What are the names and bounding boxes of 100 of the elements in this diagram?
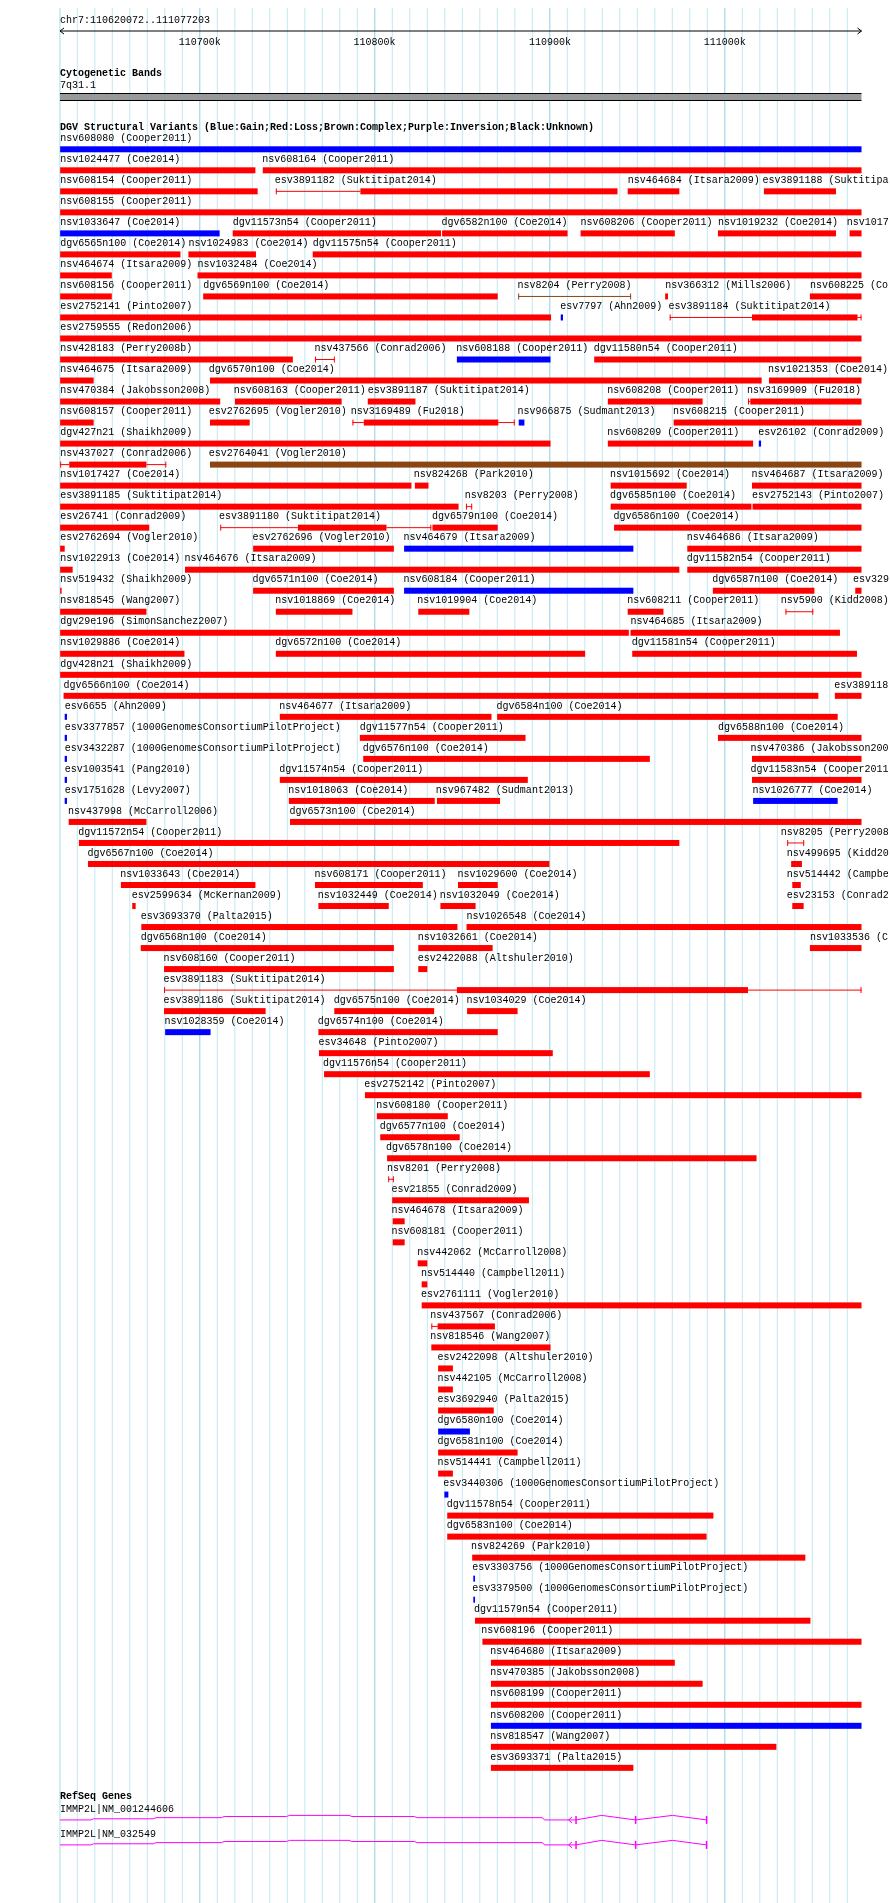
variant-label: esv6655 (Ahn2009) <box>64 700 167 713</box>
variant-label: nsv464675 (Itsara2009) <box>60 364 193 377</box>
variant-label: esv2422098 (Altshuler2010) <box>437 1352 594 1365</box>
variant-label: dgv6570n100 (Coe2014) <box>208 364 335 377</box>
variant-label: nsv8201 (Perry2008) <box>387 1162 502 1175</box>
variant-label: dgv11580n54 (Cooper2011) <box>593 343 738 356</box>
variant-label: nsv824268 (Park2010) <box>413 469 534 482</box>
variant-label: dgv11573n54 (Cooper2011) <box>232 217 377 230</box>
variant-label: nsv428183 (Perry2008b) <box>60 343 193 356</box>
variant-label: nsv608156 (Cooper2011) <box>60 280 193 293</box>
variant-label: nsv464677 (Itsara2009) <box>279 700 412 713</box>
scale-tick-label: 110700k <box>178 37 221 49</box>
variant-label: nsv608080 (Cooper2011) <box>60 133 193 145</box>
variant-label: nsv818546 (Wang2007) <box>430 1331 551 1344</box>
variant-label: nsv967482 (Sudmant2013) <box>435 784 574 797</box>
variant-label: nsv608225 (Co <box>809 280 888 293</box>
variant-label: nsv470386 (Jakobsson200 <box>750 742 889 755</box>
variant-label: nsv824269 (Park2010) <box>471 1541 592 1554</box>
variant-label: esv329 <box>852 574 889 587</box>
variant-label: nsv1032049 (Coe2014) <box>439 889 560 902</box>
gene-label: IMMP2L|NM_032549 <box>60 1829 156 1841</box>
variant-label: nsv464687 (Itsara2009) <box>751 469 884 482</box>
variant-label: esv3891188 (Suktitipa <box>762 175 889 188</box>
variant-label: esv2764041 (Vogler2010) <box>208 448 347 461</box>
variant-label: esv3891186 (Suktitipat2014) <box>163 994 326 1007</box>
variant-label: dgv6583n100 (Coe2014) <box>446 1520 573 1533</box>
variant-label: nsv608208 (Cooper2011) <box>607 385 740 398</box>
cytoband-label: 7q31.1 <box>60 80 96 92</box>
variant-label: nsv608164 (Cooper2011) <box>262 154 395 166</box>
variant-label: nsv8204 (Perry2008) <box>517 280 632 293</box>
variant-label: esv3891185 (Suktitipat2014) <box>60 490 223 503</box>
variant-label: nsv437998 (McCarroll2006) <box>68 805 219 818</box>
variant-label: dgv6585n100 (Coe2014) <box>610 490 737 503</box>
variant-label: nsv1015692 (Coe2014) <box>610 469 731 482</box>
variant-label: nsv1024983 (Coe2014) <box>188 238 309 251</box>
variant-label: esv3891184 (Suktitipat2014) <box>668 301 831 314</box>
variant-label: esv34648 (Pinto2007) <box>318 1036 439 1049</box>
track-title: Cytogenetic Bands <box>60 68 163 80</box>
gene-label: IMMP2L|NM_001244606 <box>60 1804 175 1816</box>
variant-label: nsv499695 (Kidd20 <box>786 847 889 860</box>
variant-label: nsv464674 (Itsara2009) <box>60 259 193 272</box>
variant-label: nsv1022913 (Coe2014) <box>60 553 181 566</box>
scale-tick-label: 110800k <box>353 37 396 49</box>
track-title: DGV Structural Variants (Blue:Gain;Red:Loss;Brown:Complex;Purple:Inversion;Black:Unknown) <box>60 122 595 133</box>
variant-label: nsv1033536 (C <box>809 931 888 944</box>
variant-label: nsv1032484 (Coe2014) <box>197 259 318 272</box>
variant-label: dgv11579n54 (Cooper2011) <box>473 1604 618 1617</box>
variant-label: dgv6565n100 (Coe2014) <box>60 238 187 251</box>
variant-label: nsv464684 (Itsara2009) <box>627 175 760 188</box>
variant-label: nsv514442 (Campbe <box>786 868 889 881</box>
variant-label: nsv608206 (Cooper2011) <box>580 217 713 230</box>
variant-label: dgv6575n100 (Coe2014) <box>333 994 460 1007</box>
variant-label: esv3692940 (Palta2015) <box>437 1394 570 1407</box>
variant-label: dgv6577n100 (Coe2014) <box>379 1120 506 1133</box>
variant-label: nsv464680 (Itsara2009) <box>490 1646 623 1659</box>
variant-label: esv3891187 (Suktitipat2014) <box>367 385 530 398</box>
variant-label: dgv6572n100 (Coe2014) <box>275 637 402 650</box>
variant-label: nsv8205 (Perry2008 <box>780 826 889 839</box>
variant-label: nsv608184 (Cooper2011) <box>403 574 536 587</box>
variant-label: dgv6576n100 (Coe2014) <box>362 742 489 755</box>
variant-label: esv3891182 (Suktitipat2014) <box>274 175 437 188</box>
scale-tick-label: 111000k <box>703 37 746 49</box>
variant-label: dgv6586n100 (Coe2014) <box>613 511 740 524</box>
variant-label: nsv1029600 (Coe2014) <box>457 868 578 881</box>
variant-label: dgv11582n54 (Cooper2011) <box>686 553 831 566</box>
variant-label: dgv6573n100 (Coe2014) <box>289 805 416 818</box>
variant-label: nsv608181 (Cooper2011) <box>391 1226 524 1239</box>
variant-label: dgv6574n100 (Coe2014) <box>317 1015 444 1028</box>
variant-label: dgv6569n100 (Coe2014) <box>203 280 330 293</box>
variant-label: esv1751628 (Levy2007) <box>64 784 191 797</box>
variant-label: esv21855 (Conrad2009) <box>391 1184 518 1196</box>
variant-label: dgv6567n100 (Coe2014) <box>87 847 214 860</box>
variant-label: nsv608196 (Cooper2011) <box>481 1625 614 1638</box>
variant-label: nsv1019232 (Coe2014) <box>717 217 838 230</box>
variant-label: dgv6582n100 (Coe2014) <box>441 217 568 230</box>
variant-label: esv3693370 (Palta2015) <box>140 910 273 923</box>
variant-label: nsv1026548 (Coe2014) <box>466 910 587 923</box>
variant-label: nsv608157 (Cooper2011) <box>60 406 193 419</box>
variant-label: nsv608215 (Cooper2011) <box>673 406 806 419</box>
variant-label: nsv1021353 (Coe2014) <box>767 364 888 377</box>
variant-label: nsv1032661 (Coe2014) <box>417 931 538 944</box>
variant-label: nsv608200 (Cooper2011) <box>490 1709 623 1722</box>
variant-label: dgv11574n54 (Cooper2011) <box>279 763 424 776</box>
variant-label: nsv608160 (Cooper2011) <box>163 952 296 965</box>
variant-label: esv3891183 (Suktitipat2014) <box>163 973 326 986</box>
variant-label: dgv11576n54 (Cooper2011) <box>322 1057 467 1070</box>
variant-label: dgv6579n100 (Coe2014) <box>431 511 558 524</box>
variant-label: nsv1019904 (Coe2014) <box>417 595 538 608</box>
variant-label: esv3432287 (1000GenomesConsortiumPilotProject) <box>64 742 341 755</box>
variant-label: esv7797 (Ahn2009) <box>560 301 663 314</box>
variant-label: nsv1028359 (Coe2014) <box>164 1015 285 1028</box>
variant-label: nsv437027 (Conrad2006) <box>60 448 193 461</box>
variant-label: esv3379500 (1000GenomesConsortiumPilotProject) <box>472 1583 749 1596</box>
variant-label: esv23153 (Conrad2 <box>786 889 889 902</box>
variant-label: nsv608154 (Cooper2011) <box>60 175 193 188</box>
variant-label: dgv6578n100 (Coe2014) <box>385 1141 512 1154</box>
variant-label: nsv464676 (Itsara2009) <box>184 553 317 566</box>
variant-label: esv2422088 (Altshuler2010) <box>417 952 574 965</box>
variant-label: nsv1033643 (Coe2014) <box>120 868 241 881</box>
variant-label: nsv818547 (Wang2007) <box>490 1730 611 1743</box>
